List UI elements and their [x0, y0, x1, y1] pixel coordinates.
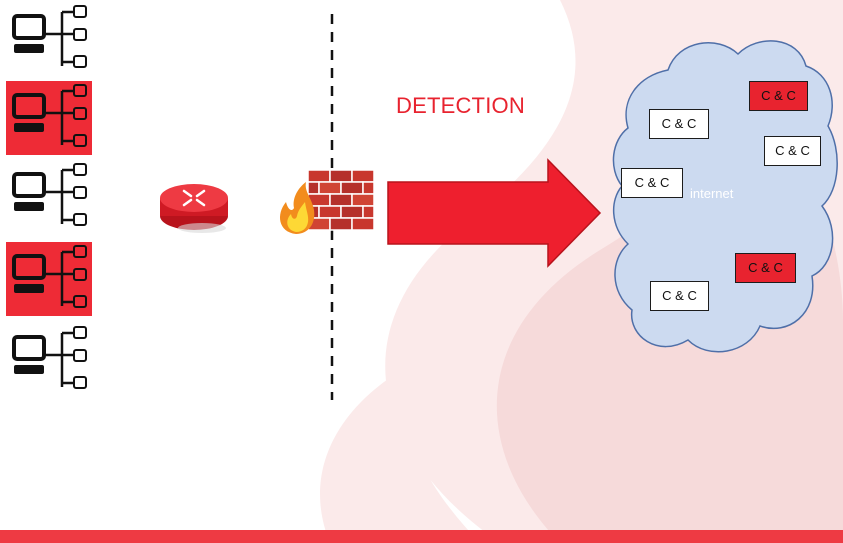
computer-tree-icon: [12, 326, 87, 389]
internet-label: internet: [690, 186, 734, 201]
host-computer-5: [6, 323, 92, 397]
cnc-server-2: C & C: [649, 109, 709, 139]
detection-label: DETECTION: [396, 93, 525, 118]
cnc-server-4: C & C: [621, 168, 683, 198]
router-icon: [160, 184, 228, 233]
computer-tree-icon: [12, 163, 87, 226]
computer-tree-icon: [12, 84, 87, 147]
host-computer-4: [6, 242, 92, 316]
cnc-server-3: C & C: [764, 136, 821, 166]
host-computer-2: [6, 81, 92, 155]
host-computer-3: [6, 160, 92, 234]
cnc-server-5: C & C: [735, 253, 796, 283]
flame-icon: [280, 182, 315, 234]
cnc-server-1: C & C: [749, 81, 808, 111]
firewall-brick-icon: [280, 169, 375, 234]
computer-tree-icon: [12, 5, 87, 68]
cnc-server-6: C & C: [650, 281, 709, 311]
computer-tree-icon: [12, 245, 87, 308]
host-computer-1: [6, 2, 92, 76]
detection-arrow-icon: [387, 158, 602, 268]
accent-bar: [0, 530, 843, 543]
